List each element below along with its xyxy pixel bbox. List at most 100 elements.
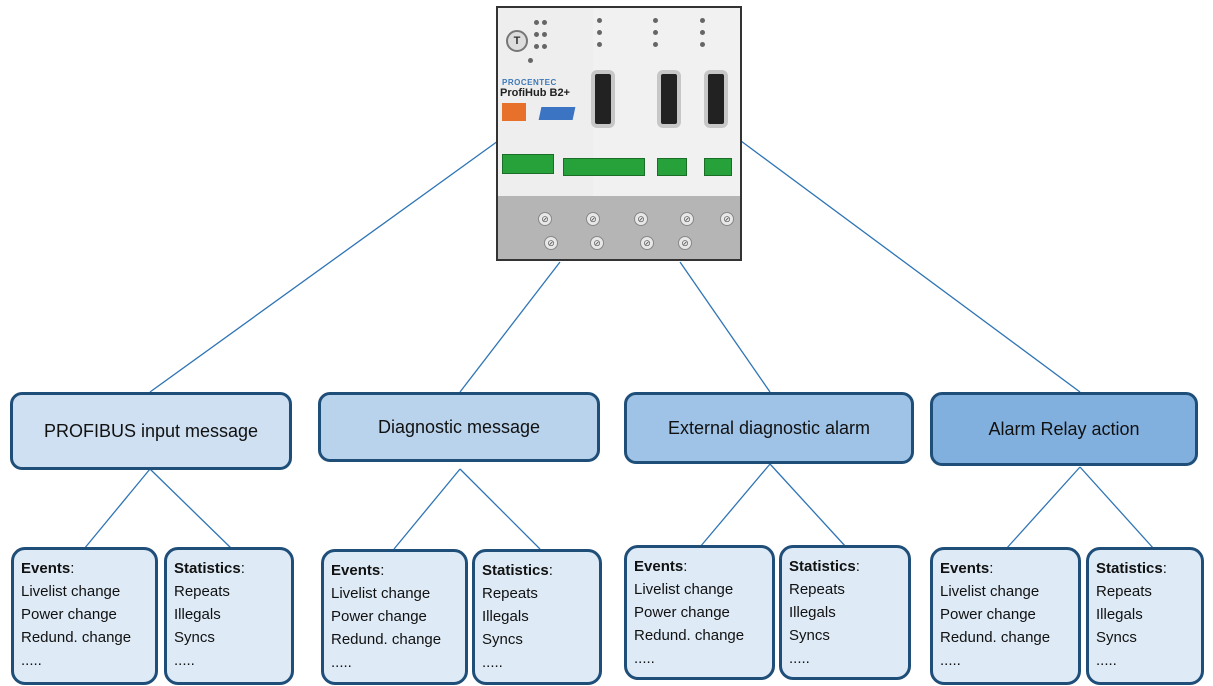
led-indicator [597, 30, 602, 35]
screw-icon: ⊘ [590, 236, 604, 250]
connector-device-to-node-3 [679, 261, 771, 393]
events-item: Redund. change [940, 629, 1051, 646]
statistics-item: Repeats [789, 581, 845, 598]
led-indicator [700, 42, 705, 47]
statistics-item: ..... [1096, 652, 1117, 669]
events-item: Livelist change [940, 583, 1040, 600]
statistics-item: Illegals [789, 604, 836, 621]
bus-terminal [704, 158, 732, 176]
statistics-item: Syncs [174, 629, 215, 646]
connector-node-4-events [1005, 466, 1081, 550]
screw-icon: ⊘ [678, 236, 692, 250]
statistics-item: ..... [482, 654, 503, 671]
led-indicator [597, 18, 602, 23]
statistics-box: Statistics: Repeats Illegals Syncs ..... [779, 545, 911, 680]
screw-terminal-strip: ⊘ ⊘ ⊘ ⊘ ⊘ ⊘ ⊘ ⊘ ⊘ [498, 196, 740, 259]
connector-device-to-node-4 [740, 140, 1081, 393]
events-heading: Events: [21, 560, 75, 577]
dsub-connector [704, 70, 728, 128]
events-item: Power change [634, 604, 730, 621]
events-item: Redund. change [634, 627, 745, 644]
statistics-heading: Statistics: [789, 558, 860, 575]
connector-device-to-node-1 [149, 140, 499, 393]
node-profibus-input-message: PROFIBUS input message [10, 392, 292, 470]
profihub-device-image: T PROCENTEC ProfiHub B2+ ⊘ ⊘ ⊘ ⊘ ⊘ [496, 6, 742, 261]
screw-icon: ⊘ [634, 212, 648, 226]
device-brand-logo: PROCENTEC [502, 78, 557, 87]
events-item: Power change [21, 606, 117, 623]
events-item: Livelist change [331, 585, 431, 602]
statistics-item: Syncs [482, 631, 523, 648]
bus-terminal [563, 158, 645, 176]
node-diagnostic-message: Diagnostic message [318, 392, 600, 462]
screw-icon: ⊘ [586, 212, 600, 226]
screw-icon: ⊘ [680, 212, 694, 226]
bus-terminal [657, 158, 687, 176]
statistics-item: Illegals [482, 608, 529, 625]
events-item: Redund. change [331, 631, 442, 648]
statistics-item: Repeats [1096, 583, 1152, 600]
events-item: Redund. change [21, 629, 132, 646]
statistics-item: Illegals [174, 606, 221, 623]
screw-icon: ⊘ [538, 212, 552, 226]
alarm-connector [502, 103, 526, 121]
connector-node-3-events [699, 463, 771, 548]
node-alarm-relay-action: Alarm Relay action [930, 392, 1198, 466]
connector-node-1-statistics [149, 468, 233, 550]
events-item: ..... [331, 654, 352, 671]
channel-2-module [696, 8, 740, 196]
main-channel-module [563, 8, 650, 196]
channel-1-module [649, 8, 697, 196]
events-box: Events: Livelist change Power change Red… [930, 547, 1081, 685]
led-indicator [534, 20, 547, 25]
connector-node-1-events [83, 468, 151, 550]
led-indicator [653, 18, 658, 23]
statistics-item: Syncs [1096, 629, 1137, 646]
led-indicator [528, 58, 533, 63]
events-item: ..... [21, 652, 42, 669]
statistics-item: Illegals [1096, 606, 1143, 623]
statistics-item: ..... [174, 652, 195, 669]
events-item: Power change [940, 606, 1036, 623]
events-box: Events: Livelist change Power change Red… [11, 547, 158, 685]
led-indicator [700, 30, 705, 35]
statistics-heading: Statistics: [482, 562, 553, 579]
led-indicator [653, 30, 658, 35]
events-item: Power change [331, 608, 427, 625]
events-item: ..... [940, 652, 961, 669]
events-heading: Events: [940, 560, 994, 577]
led-indicator [597, 42, 602, 47]
statistics-item: Repeats [174, 583, 230, 600]
events-box: Events: Livelist change Power change Red… [321, 549, 468, 685]
rotary-switch-icon: T [506, 30, 528, 52]
connector-node-4-statistics [1079, 466, 1155, 550]
dsub-connector [657, 70, 681, 128]
connector-node-2-events [393, 468, 461, 550]
events-box: Events: Livelist change Power change Red… [624, 545, 775, 680]
screw-icon: ⊘ [720, 212, 734, 226]
statistics-item: ..... [789, 650, 810, 667]
connector-node-2-statistics [459, 468, 541, 550]
led-indicator [534, 32, 547, 37]
connector-device-to-node-2 [459, 261, 561, 393]
power-terminal [502, 154, 554, 174]
led-indicator [700, 18, 705, 23]
events-item: Livelist change [21, 583, 121, 600]
statistics-heading: Statistics: [1096, 560, 1167, 577]
events-item: ..... [634, 650, 655, 667]
certification-badge [538, 107, 576, 120]
statistics-heading: Statistics: [174, 560, 245, 577]
statistics-item: Repeats [482, 585, 538, 602]
led-indicator [653, 42, 658, 47]
events-heading: Events: [634, 558, 688, 575]
statistics-item: Syncs [789, 627, 830, 644]
statistics-box: Statistics: Repeats Illegals Syncs ..... [472, 549, 602, 685]
node-external-diagnostic-alarm: External diagnostic alarm [624, 392, 914, 464]
events-heading: Events: [331, 562, 385, 579]
events-item: Livelist change [634, 581, 734, 598]
statistics-box: Statistics: Repeats Illegals Syncs ..... [164, 547, 294, 685]
led-indicator [534, 44, 547, 49]
statistics-box: Statistics: Repeats Illegals Syncs ..... [1086, 547, 1204, 685]
device-model-label: ProfiHub B2+ [500, 87, 570, 99]
